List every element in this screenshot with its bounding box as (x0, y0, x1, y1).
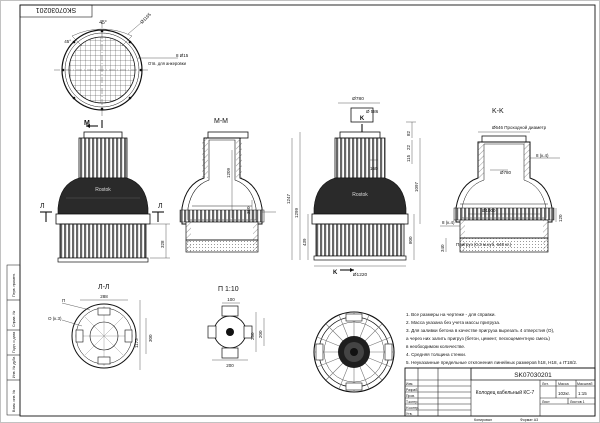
dim-1247: 1247 (286, 193, 291, 204)
dim-200-bottom: 200 (226, 363, 234, 368)
plan-section-mark: M (84, 120, 90, 127)
kk-title: K-K (492, 108, 504, 115)
dim-1097: 1097 (414, 181, 419, 192)
tb-row-3: Т.контр. (406, 400, 418, 404)
p-title: П 1:10 (218, 286, 239, 293)
notes: 1. Все размеры на чертеже - для справки.… (406, 312, 577, 365)
detail-p: П 1:10 100 200 250 200 (207, 286, 265, 368)
dim-82: 82 (406, 130, 411, 136)
dim-350: 350 (246, 206, 251, 214)
dim-586: Ø 586 (366, 109, 379, 114)
title-block: SK07030201 Изм. Разраб. Пров. Т.контр. Н… (404, 367, 596, 417)
note-1: 2. Масса указана без учета массы пригруз… (406, 320, 500, 325)
section-kk: K-K Ø646 Проходной диаметр Ø780 Ø1000 8 … (440, 108, 563, 253)
mm-title: M-M (214, 118, 228, 125)
tb-mass: 102кг. (558, 391, 570, 396)
dim-1299: 1299 (294, 207, 299, 218)
dim-100: 100 (227, 297, 235, 302)
tb-row-0: Изм. (406, 382, 413, 386)
dim-646: Ø646 Проходной диаметр (492, 124, 547, 130)
rotated-code-box: SK07030201 (19, 4, 93, 18)
tb-scale: 1:15 (578, 391, 587, 396)
front-l-mark-left: Л (40, 203, 45, 210)
stamp-2: Подп. и дата (12, 332, 16, 353)
dim-439: 439 (302, 238, 307, 246)
ll-p-label: П (62, 298, 65, 303)
side-k-mark-bottom: K (333, 270, 338, 276)
title-code: SK07030201 (514, 372, 552, 379)
copy-label: Копировал (474, 418, 492, 422)
dim-8x4-right: 8 (к.4) (536, 153, 549, 158)
dim-780-kk: Ø780 (500, 170, 512, 175)
dim-1209: 1209 (226, 167, 231, 178)
front-view: Rostok Л Л 328 (40, 131, 170, 263)
front-brand: Rostok (95, 187, 111, 193)
plan-view: 45° 45° Ø1165 8 Ø15 Отв. для анкеровки M (54, 12, 189, 128)
dim-1173: 1173 (134, 338, 139, 348)
note-4: в необходимом количестве. (406, 344, 465, 349)
stamp-0: Перв. примен. (12, 273, 16, 297)
tb-sheets: Листов 1 (570, 400, 585, 404)
side-brand: Rostok (352, 192, 368, 198)
inner-frame (19, 4, 596, 417)
dim-1220: Ø1220 (353, 272, 368, 278)
dim-250: 250 (250, 332, 255, 340)
dim-0x3: О (к.3) (48, 316, 62, 321)
format-label: Формат A3 (520, 418, 538, 422)
dim-120-right: 120 (558, 214, 563, 222)
note-3: а через них залить пригруз (бетон, цемен… (406, 336, 550, 341)
title-name: Колодец кабельный КС-7 (476, 389, 535, 396)
tb-mass-header: Масса (558, 382, 569, 386)
plan-holes-sub: Отв. для анкеровки (148, 61, 187, 66)
side-view: Ø780 K Ø 586 Rostok Ø1220 K 160 1299 124… (286, 96, 421, 278)
plan-angle: 45° (99, 20, 107, 26)
ll-title: Л-Л (98, 284, 110, 291)
tb-lit: Лит. (542, 382, 549, 386)
dim-8x4-left: 8 (к.4) (442, 220, 455, 225)
tb-row-4: Н.контр. (406, 406, 419, 410)
section-mm: M-M 1209 350 (179, 118, 276, 253)
tb-scale-header: Масштаб (577, 382, 592, 386)
dim-160: 160 (370, 166, 378, 171)
dim-300: 300 (148, 334, 153, 342)
dim-1000: Ø1000 (482, 208, 496, 213)
dim-200-right: 200 (258, 330, 263, 338)
bottom-view (313, 311, 395, 393)
rotated-code-text: SK07030201 (36, 6, 77, 13)
dim-340: 340 (440, 244, 445, 252)
tb-row-1: Разраб. (406, 388, 418, 392)
stamp-1: Справ. № (12, 311, 16, 327)
stamp-4: Взам. инв. № (12, 390, 16, 412)
note-6: 5. Неуказанные предельные отклонения лин… (406, 359, 577, 365)
note-2: 3. Для заливки бетона в качестве пригруз… (406, 328, 554, 333)
dim-328: 328 (160, 240, 165, 248)
tb-row-2: Пров. (406, 394, 415, 398)
note-5: 4. Средняя толщина стенки. (406, 352, 466, 357)
tb-row-5: Утв. (406, 412, 413, 416)
dim-288: 288 (100, 294, 108, 299)
plan-angle-left: 45° (64, 39, 71, 44)
tb-sheet: Лист (542, 400, 550, 404)
side-stamps: Перв. примен. Справ. № Подп. и дата Инв.… (6, 264, 21, 416)
stamp-3: Инв. № дубл. (12, 356, 16, 378)
ballast-label: Пригруз (0,3 м.куб, 640 кг.) (456, 242, 512, 247)
plan-holes-note: 8 Ø15 (176, 53, 189, 58)
front-l-mark-right: Л (158, 203, 163, 210)
note-0: 1. Все размеры на чертеже - для справки. (406, 312, 496, 317)
dim-115: 115 (406, 154, 411, 162)
section-ll: Л-Л 288 П О (к.3) 1173 300 (48, 284, 153, 370)
dim-800: 800 (408, 236, 413, 244)
dim-780-top: Ø780 (352, 96, 364, 102)
dim-22: 22 (406, 144, 411, 150)
side-k-mark-top: K (360, 116, 365, 122)
